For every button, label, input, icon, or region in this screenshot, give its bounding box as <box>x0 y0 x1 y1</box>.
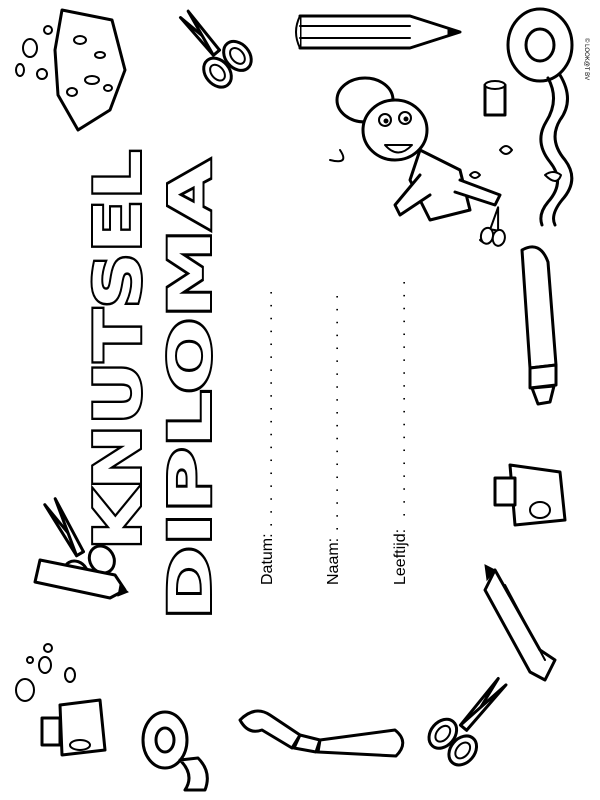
scissors-small-icon <box>479 206 506 247</box>
naam-label: Naam: <box>325 538 342 585</box>
title-word2: DIPLOMA <box>154 158 226 622</box>
pencil-icon <box>295 14 462 50</box>
datum-label: Datum: <box>259 533 276 585</box>
naam-dots[interactable]: . . . . . . . . . . . . . . . . . . . <box>325 293 342 531</box>
leeftijd-dots[interactable]: . . . . . . . . . . . . . . . . . . . <box>392 279 409 517</box>
marker-icon <box>520 245 558 406</box>
tape-icon <box>506 7 574 227</box>
field-naam: Naam: . . . . . . . . . . . . . . . . . … <box>325 293 342 585</box>
glue-pot-bottom-icon <box>40 698 107 757</box>
paintbrush-icon <box>238 709 405 758</box>
scissors-icon <box>178 9 253 89</box>
sponge-icon <box>53 8 127 132</box>
copyright-text: © LOOK@T BV <box>583 38 590 80</box>
leeftijd-label: Leeftijd: <box>392 529 409 585</box>
title-word1: KNUTSEL <box>80 148 158 552</box>
pencil-title-icon <box>33 558 129 600</box>
pencil-icon-right <box>483 564 557 682</box>
datum-dots[interactable]: . . . . . . . . . . . . . . . . . . . <box>259 289 276 527</box>
field-leeftijd: Leeftijd: . . . . . . . . . . . . . . . … <box>392 279 409 585</box>
title-knutsel: KNUTSEL <box>82 150 156 550</box>
bubbles-bottom-icon <box>15 643 76 702</box>
field-datum: Datum: . . . . . . . . . . . . . . . . .… <box>259 289 276 585</box>
scissors-bottom-icon <box>427 676 508 767</box>
glue-pot-icon <box>493 463 567 527</box>
title-diploma: DIPLOMA <box>156 160 224 620</box>
tape-roll-bottom-icon <box>141 710 209 792</box>
child-character <box>329 76 507 222</box>
bubbles-icon <box>15 25 53 80</box>
